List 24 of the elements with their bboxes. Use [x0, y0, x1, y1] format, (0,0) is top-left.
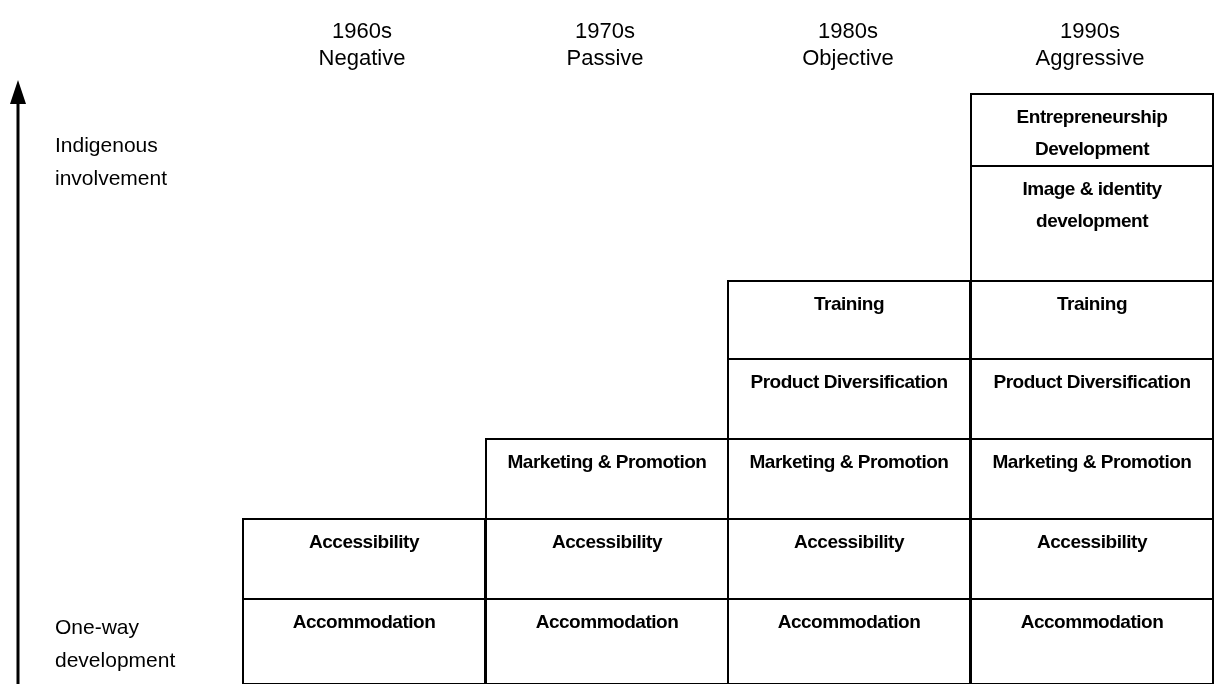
- stage-label: Aggressive: [1035, 47, 1145, 69]
- decade-label: 1980s: [818, 20, 878, 42]
- stage-box: Accommodation: [727, 598, 971, 684]
- stage-box: Image & identity development: [970, 165, 1214, 282]
- stage-box: Marketing & Promotion: [485, 438, 729, 520]
- stage-box: Accessibility: [970, 518, 1214, 600]
- stage-box: Entrepreneurship Development: [970, 93, 1214, 167]
- stage-box: Accommodation: [970, 598, 1214, 684]
- stage-box: Product Diversification: [970, 358, 1214, 440]
- stage-label: Passive: [566, 47, 644, 69]
- stage-label: Negative: [318, 47, 406, 69]
- stage-box: Accommodation: [242, 598, 486, 684]
- axis-label: One-way development: [55, 614, 177, 673]
- decade-label: 1960s: [332, 20, 392, 42]
- stage-box: Product Diversification: [727, 358, 971, 440]
- stage-box: Accommodation: [485, 598, 729, 684]
- stage-box: Training: [970, 280, 1214, 360]
- decade-label: 1970s: [575, 20, 635, 42]
- decade-label: 1990s: [1060, 20, 1120, 42]
- stage-box: Training: [727, 280, 971, 360]
- stage-label: Objective: [802, 47, 894, 69]
- axis-label: Indigenous involvement: [55, 132, 169, 191]
- stage-box: Accessibility: [242, 518, 486, 600]
- stage-box: Marketing & Promotion: [970, 438, 1214, 520]
